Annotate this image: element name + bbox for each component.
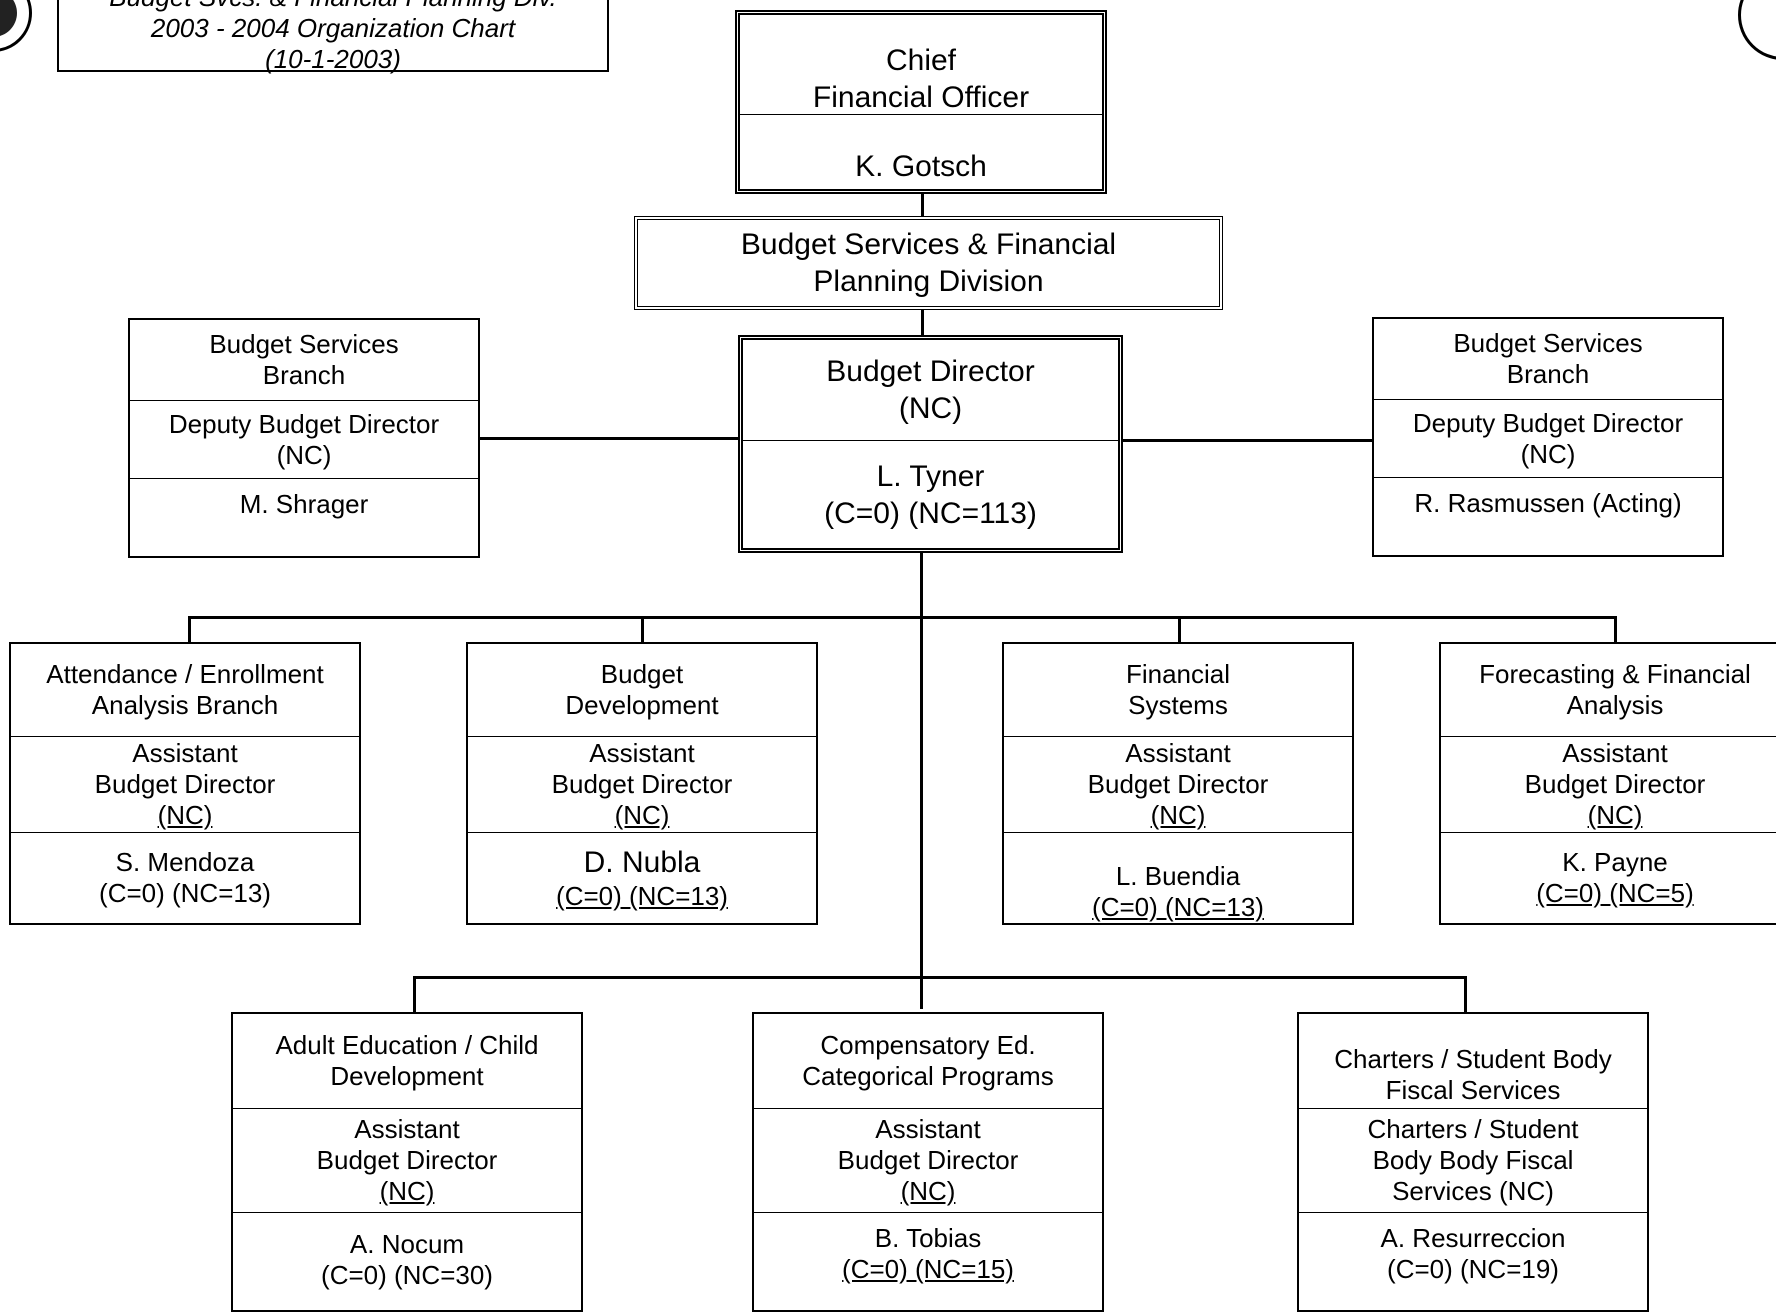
unit-role: Assistant Budget Director (NC) (1441, 736, 1776, 832)
unit-title: Attendance / Enrollment Analysis Branch (46, 659, 324, 720)
right-branch-box: Budget Services Branch Deputy Budget Dir… (1372, 317, 1724, 557)
cfo-box: Chief Financial Officer K. Gotsch (735, 10, 1107, 194)
unit-name: B. Tobias (C=0) (NC=15) (754, 1212, 1102, 1310)
unit-role: Assistant Budget Director (NC) (754, 1108, 1102, 1212)
unit-box-compensatory-ed: Compensatory Ed. Categorical Programs As… (752, 1012, 1104, 1312)
unit-title: Budget Development (565, 659, 719, 720)
unit-box-forecasting: Forecasting & Financial Analysis Assista… (1439, 642, 1776, 925)
director-name: L. Tyner (C=0) (NC=113) (743, 440, 1118, 548)
connector-director-trunk (920, 551, 923, 1009)
right-branch-title: Budget Services Branch (1453, 328, 1643, 389)
connector-row1-drop-4 (1614, 616, 1617, 642)
connector-right-branch (1120, 439, 1374, 442)
connector-division-director (921, 308, 924, 336)
title-line-2: 2003 - 2004 Organization Chart (150, 13, 516, 43)
division-box: Budget Services & Financial Planning Div… (634, 216, 1223, 310)
connector-row2-drop-1 (413, 976, 416, 1014)
unit-role: Assistant Budget Director (NC) (11, 736, 359, 832)
connector-row2-drop-3 (1464, 976, 1467, 1014)
unit-box-financial-systems: Financial Systems Assistant Budget Direc… (1002, 642, 1354, 925)
unit-title: Financial Systems (1125, 659, 1231, 720)
left-branch-role: Deputy Budget Director (NC) (130, 400, 478, 478)
unit-box-budget-development: Budget Development Assistant Budget Dire… (466, 642, 818, 925)
unit-name: A. Resurreccion (C=0) (NC=19) (1299, 1212, 1647, 1310)
unit-title: Forecasting & Financial Analysis (1479, 659, 1751, 720)
connector-row1-drop-2 (641, 616, 644, 642)
connector-row1-drop-3 (1178, 616, 1181, 642)
left-branch-title: Budget Services Branch (209, 329, 399, 390)
division-title: Budget Services & Financial Planning Div… (740, 228, 1117, 298)
director-box: Budget Director (NC) L. Tyner (C=0) (NC=… (738, 335, 1123, 553)
unit-box-adult-education: Adult Education / Child Development Assi… (231, 1012, 583, 1312)
unit-title: Charters / Student Body Fiscal Services (1334, 1044, 1612, 1105)
connector-row1-bus (188, 616, 1617, 619)
corner-logo (1738, 0, 1776, 60)
unit-name: L. Buendia (C=0) (NC=13) (1004, 832, 1352, 923)
unit-box-charters: Charters / Student Body Fiscal Services … (1297, 1012, 1649, 1312)
unit-role: Assistant Budget Director (NC) (233, 1108, 581, 1212)
connector-cfo-division (921, 192, 924, 216)
unit-name: K. Payne (C=0) (NC=5) (1441, 832, 1776, 923)
unit-role: Assistant Budget Director (NC) (468, 736, 816, 832)
right-branch-role: Deputy Budget Director (NC) (1374, 399, 1722, 477)
title-line-1: Budget Svcs. & Financial Planning Div. (59, 0, 607, 13)
chart-title: Budget Svcs. & Financial Planning Div. 2… (57, 0, 609, 74)
unit-role: Charters / Student Body Body Fiscal Serv… (1299, 1108, 1647, 1212)
right-branch-name: R. Rasmussen (Acting) (1374, 477, 1722, 555)
connector-row2-bus (413, 976, 1467, 979)
left-branch-name: M. Shrager (130, 478, 478, 556)
cfo-name: K. Gotsch (740, 114, 1102, 189)
unit-name: D. Nubla (C=0) (NC=13) (468, 832, 816, 923)
connector-row1-drop-1 (188, 616, 191, 642)
director-title: Budget Director (NC) (826, 355, 1035, 425)
unit-box-attendance: Attendance / Enrollment Analysis Branch … (9, 642, 361, 925)
district-seal-logo (0, 0, 32, 52)
left-branch-box: Budget Services Branch Deputy Budget Dir… (128, 318, 480, 558)
unit-role: Assistant Budget Director (NC) (1004, 736, 1352, 832)
unit-title: Compensatory Ed. Categorical Programs (802, 1030, 1054, 1091)
unit-title: Adult Education / Child Development (275, 1030, 539, 1091)
unit-name: S. Mendoza (C=0) (NC=13) (11, 832, 359, 923)
unit-name: A. Nocum (C=0) (NC=30) (233, 1212, 581, 1310)
connector-left-branch (478, 437, 740, 440)
title-date: (10-1-2003) (265, 44, 401, 74)
cfo-title: Chief Financial Officer (812, 44, 1030, 114)
